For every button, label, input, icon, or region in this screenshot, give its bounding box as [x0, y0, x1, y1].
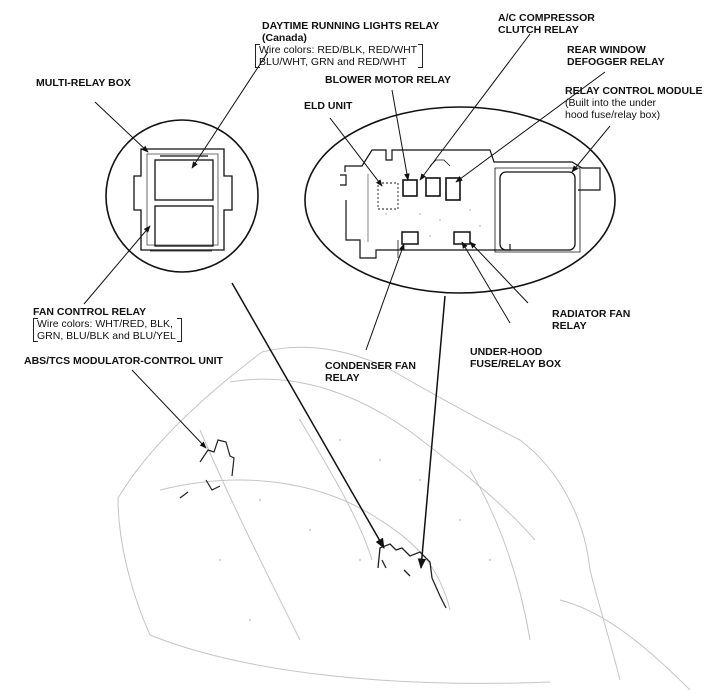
abs-tcs-unit-shape — [179, 439, 235, 499]
eld-unit-label: ELD UNIT — [304, 100, 353, 112]
relay-control-module-label: RELAY CONTROL MODULE — [565, 85, 703, 97]
engine-compartment-outline — [117, 346, 691, 690]
relay-control-module-note: (Built into the under hood fuse/relay bo… — [565, 97, 661, 121]
abs-tcs-unit-label: ABS/TCS MODULATOR-CONTROL UNIT — [24, 355, 223, 367]
engine-compartment-shading — [218, 418, 492, 622]
fuse-relay-box-ellipse — [304, 106, 616, 294]
fan-control-relay-label: FAN CONTROL RELAY — [33, 306, 147, 318]
radiator-fan-relay-label: RADIATOR FAN RELAY — [552, 308, 631, 332]
under-hood-fuse-box-label: UNDER-HOOD FUSE/RELAY BOX — [470, 346, 562, 370]
ac-compressor-relay-label: A/C COMPRESSOR CLUTCH RELAY — [498, 12, 595, 36]
multi-relay-box-label: MULTI-RELAY BOX — [36, 77, 131, 89]
condenser-fan-relay-label: CONDENSER FAN RELAY — [325, 360, 417, 384]
drl-wire-colors: Wire colors: RED/BLK, RED/WHT BLU/WHT, G… — [255, 44, 424, 68]
fuse-box-shape — [377, 543, 447, 609]
blower-motor-relay-label: BLOWER MOTOR RELAY — [325, 74, 452, 86]
multi-relay-box-circle — [105, 119, 259, 273]
fan-control-wire-colors: Wire colors: WHT/RED, BLK, GRN, BLU/BLK … — [33, 318, 182, 342]
drl-relay-label: DAYTIME RUNNING LIGHTS RELAY (Canada) — [262, 20, 440, 44]
rear-defogger-relay-label: REAR WINDOW DEFOGGER RELAY — [567, 44, 665, 68]
leader-lines — [83, 33, 611, 570]
